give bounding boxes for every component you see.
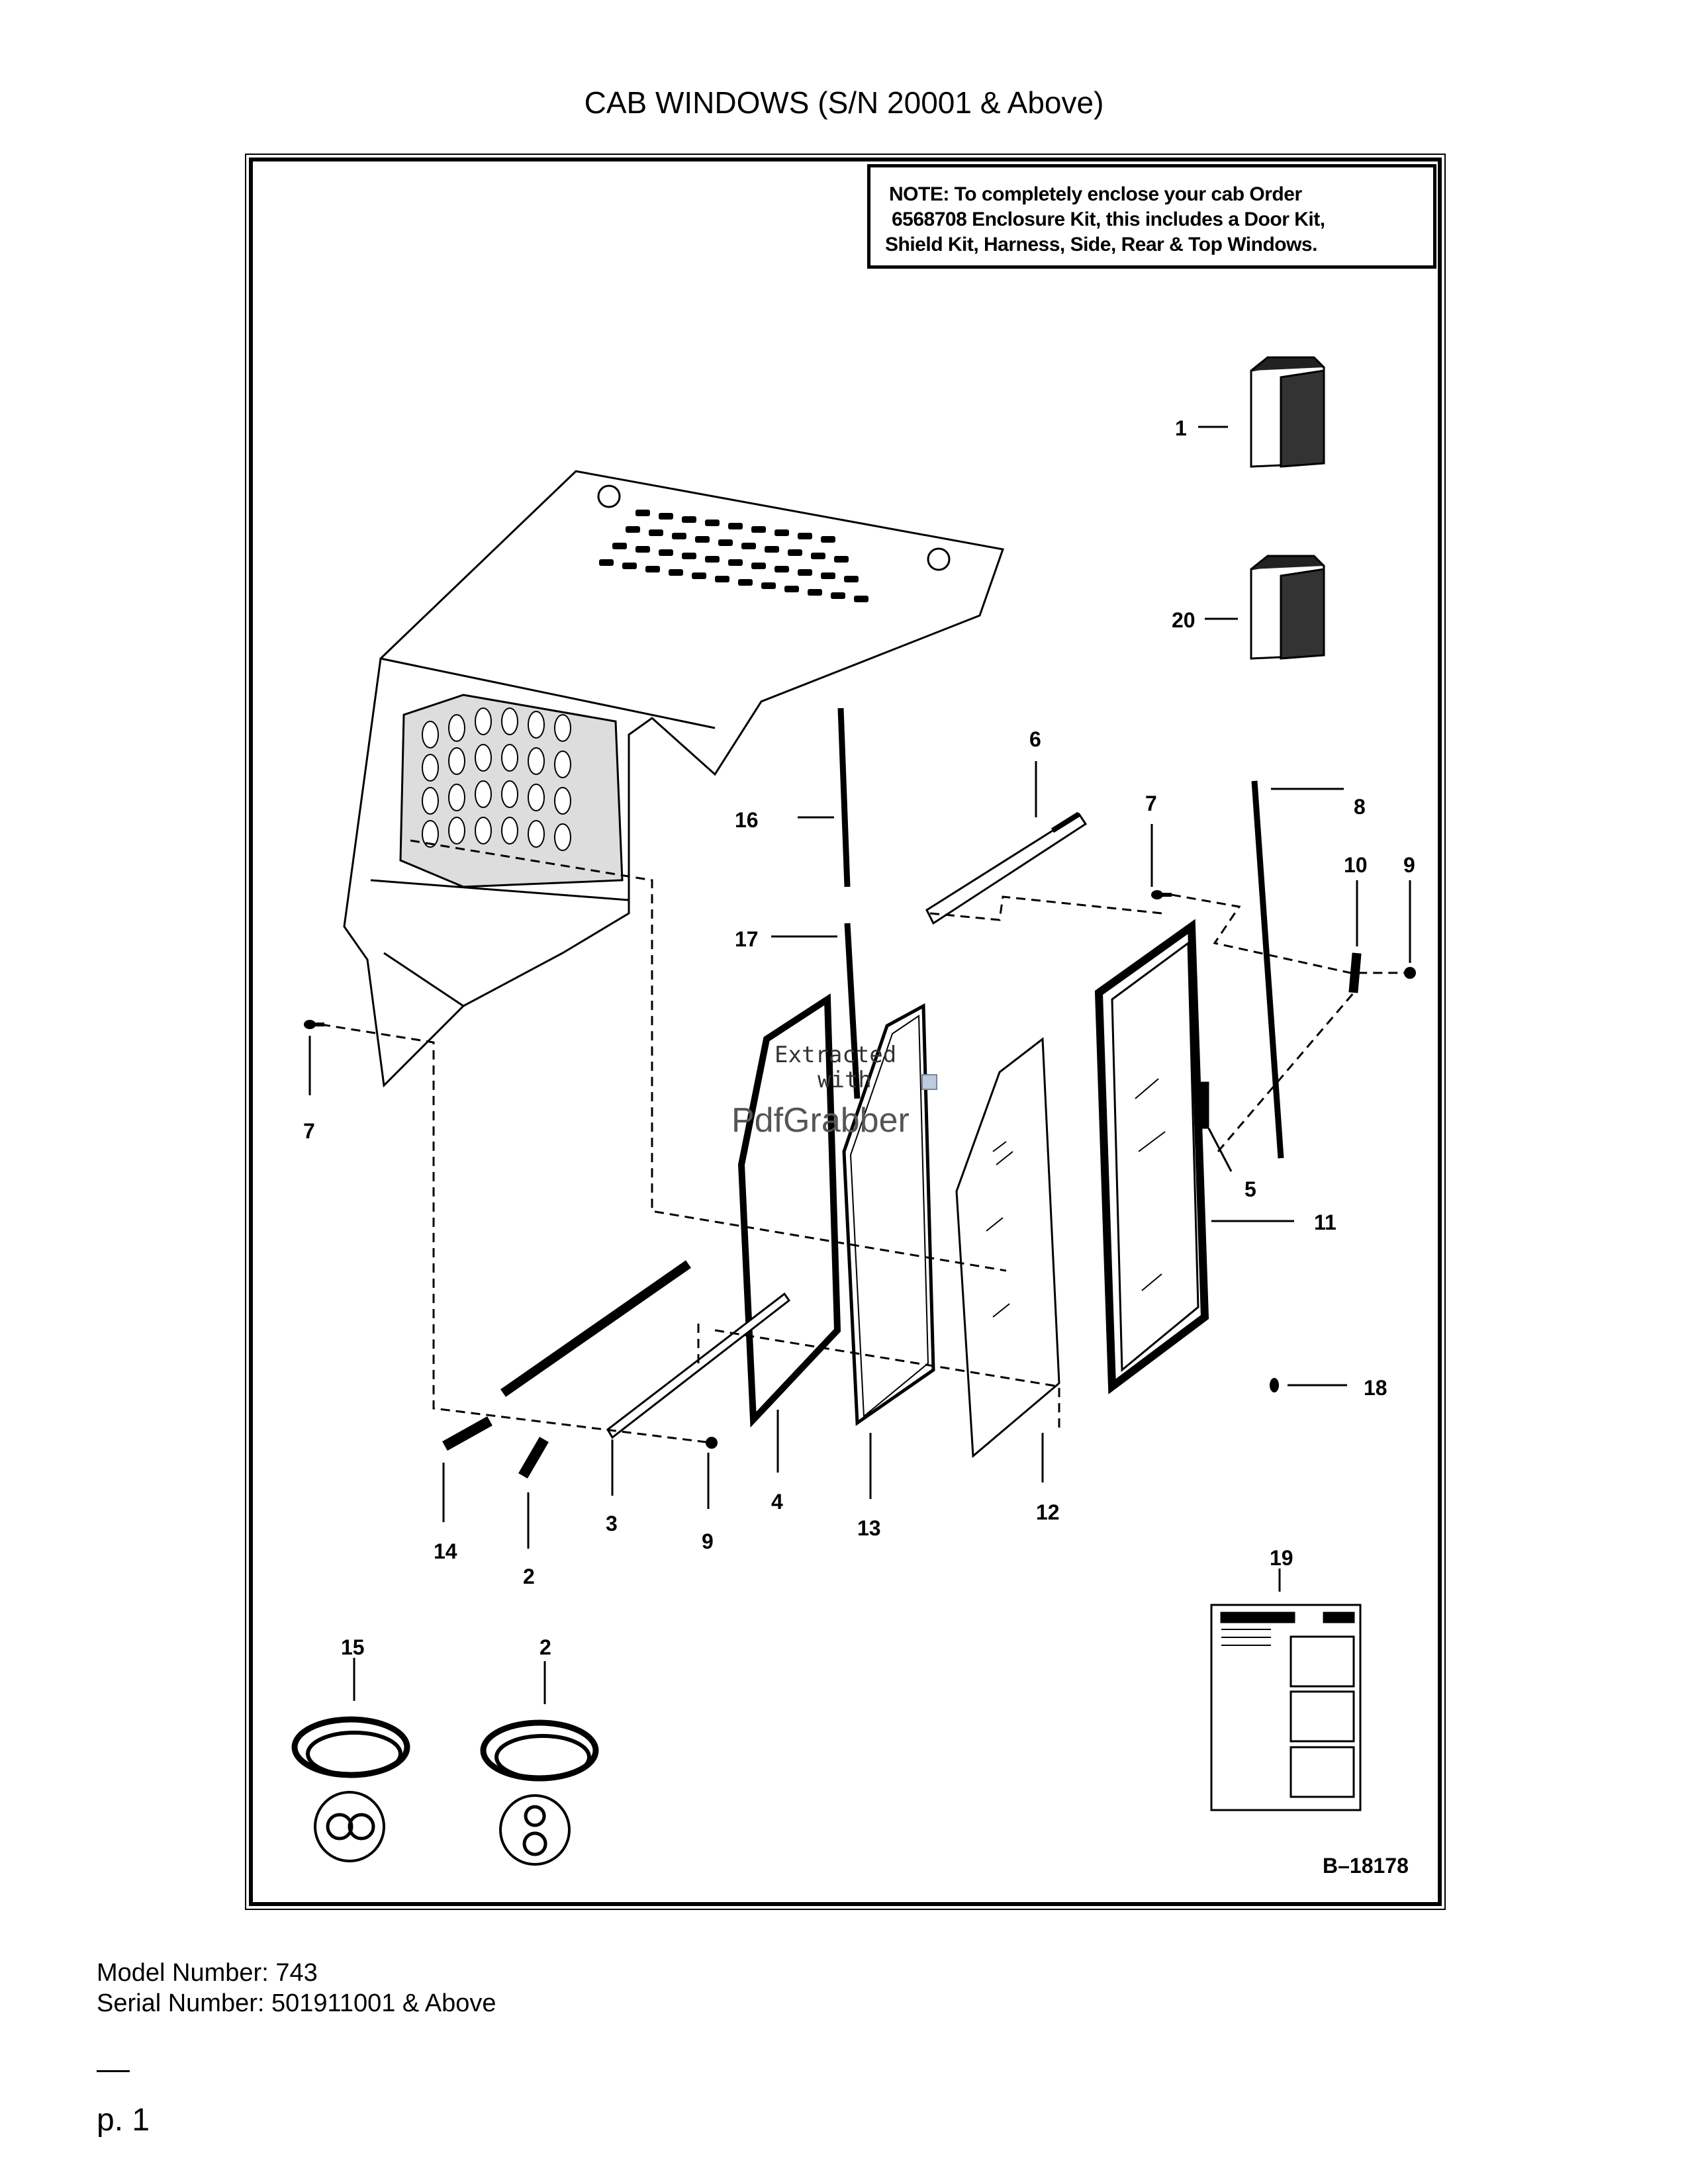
seal-strip-8 bbox=[1251, 780, 1284, 1159]
kit-box-1 bbox=[1250, 356, 1325, 468]
latch-10 bbox=[1348, 952, 1362, 993]
note-line-1: To completely enclose your cab Order bbox=[954, 183, 1302, 205]
window-frame-4 bbox=[737, 993, 841, 1428]
page-title: CAB WINDOWS (S/N 20001 & Above) bbox=[584, 85, 1104, 120]
leader-lines bbox=[308, 426, 1411, 1704]
callout-2-strip: 2 bbox=[523, 1565, 535, 1588]
callout-3: 3 bbox=[606, 1512, 618, 1535]
bolt-7-left bbox=[304, 1020, 324, 1029]
callout-15: 15 bbox=[341, 1635, 365, 1659]
page-number: p. 1 bbox=[97, 2103, 150, 2138]
callout-19: 19 bbox=[1270, 1546, 1293, 1570]
callout-7-upper: 7 bbox=[1145, 792, 1157, 815]
window-seal-13 bbox=[842, 1003, 935, 1426]
coiled-seal-15 bbox=[291, 1716, 410, 1862]
serial-number: Serial Number: 501911001 & Above bbox=[97, 1989, 496, 2017]
diagram-frame bbox=[245, 154, 1446, 1910]
bracket-6 bbox=[925, 811, 1088, 925]
callout-7-left: 7 bbox=[303, 1119, 315, 1143]
note-label: NOTE: bbox=[889, 183, 949, 205]
instruction-sheet-19 bbox=[1210, 1604, 1362, 1811]
page-number-rule bbox=[97, 2070, 130, 2072]
callout-9-lower: 9 bbox=[702, 1529, 714, 1553]
door-frame-11 bbox=[1094, 919, 1209, 1394]
callout-14: 14 bbox=[434, 1539, 457, 1563]
svg-text:with: with bbox=[818, 1067, 872, 1093]
rail-3 bbox=[606, 1292, 791, 1439]
watermark: Extracted with PdfGrabber bbox=[731, 1042, 937, 1140]
bolt-7-upper bbox=[1151, 890, 1172, 899]
callout-5: 5 bbox=[1244, 1177, 1256, 1201]
svg-text:PdfGrabber: PdfGrabber bbox=[731, 1101, 910, 1140]
callout-18: 18 bbox=[1364, 1376, 1387, 1400]
coiled-seal-2 bbox=[480, 1719, 599, 1866]
note-box: NOTE: To completely enclose your cab Ord… bbox=[867, 164, 1436, 269]
callout-17: 17 bbox=[735, 927, 759, 951]
callout-8: 8 bbox=[1354, 795, 1366, 819]
callout-13: 13 bbox=[857, 1516, 881, 1540]
nut-9-lower bbox=[706, 1437, 718, 1449]
callout-12: 12 bbox=[1036, 1500, 1060, 1524]
callout-6: 6 bbox=[1029, 727, 1041, 751]
window-glass-12 bbox=[955, 1037, 1060, 1459]
callout-9-right: 9 bbox=[1403, 853, 1415, 877]
seal-strip-17 bbox=[844, 923, 861, 1099]
cab-body bbox=[343, 470, 1004, 1088]
callout-11: 11 bbox=[1314, 1210, 1336, 1234]
callout-16: 16 bbox=[735, 808, 759, 832]
nut-18 bbox=[1270, 1378, 1279, 1392]
callout-2-coil: 2 bbox=[539, 1635, 551, 1659]
callout-20: 20 bbox=[1172, 608, 1196, 632]
callout-10: 10 bbox=[1344, 853, 1368, 877]
callout-labels: 1 20 6 7 8 16 10 9 17 7 5 11 18 14 2 3 9… bbox=[303, 416, 1415, 1659]
seal-strip-14 bbox=[442, 1416, 492, 1451]
callout-4: 4 bbox=[771, 1490, 783, 1514]
note-line-3: Shield Kit, Harness, Side, Rear & Top Wi… bbox=[885, 234, 1317, 255]
note-line-2: 6568708 Enclosure Kit, this includes a D… bbox=[892, 208, 1325, 230]
seal-strip-lower bbox=[500, 1260, 692, 1397]
rear-mesh bbox=[399, 694, 624, 888]
connector-lines bbox=[320, 839, 1410, 1444]
model-number: Model Number: 743 bbox=[97, 1959, 318, 1987]
seal-strip-16 bbox=[837, 707, 851, 887]
callout-1: 1 bbox=[1175, 416, 1187, 440]
seal-strip-2 bbox=[518, 1436, 549, 1479]
kit-box-20 bbox=[1250, 555, 1325, 660]
svg-text:Extracted: Extracted bbox=[774, 1042, 896, 1068]
figure-reference: B–18178 bbox=[1323, 1854, 1409, 1878]
